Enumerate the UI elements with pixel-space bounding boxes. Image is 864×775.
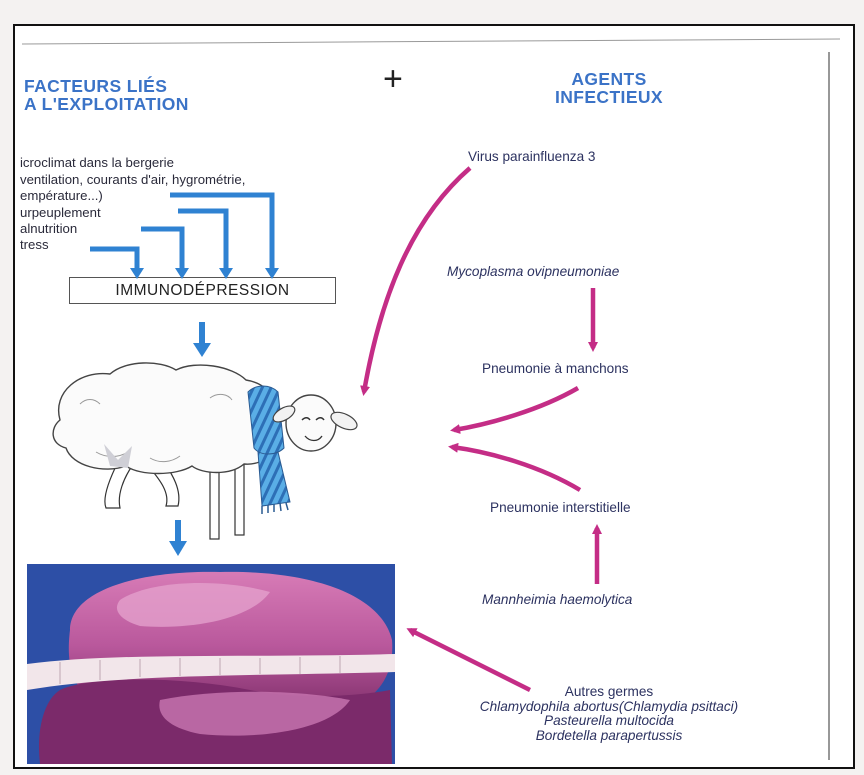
arrow-shaft bbox=[199, 322, 205, 346]
sheep-head bbox=[286, 395, 336, 451]
scarf-tail bbox=[258, 452, 290, 506]
manchons-to-sheep-arrow bbox=[454, 388, 578, 430]
connector-arrowhead bbox=[175, 268, 189, 279]
connector-arrowhead bbox=[265, 268, 279, 279]
sheep-with-scarf-illustration bbox=[53, 363, 360, 539]
connector-arrowhead bbox=[219, 268, 233, 279]
interstitielle-to-sheep-arrow bbox=[452, 447, 580, 490]
infection-arrows bbox=[364, 168, 597, 690]
connector-line bbox=[141, 229, 182, 272]
virus-to-sheep-arrow bbox=[364, 168, 470, 392]
arrow-head bbox=[169, 541, 187, 556]
connector-arrowhead bbox=[130, 268, 144, 279]
factor-connectors bbox=[90, 195, 272, 272]
connector-line bbox=[178, 211, 226, 272]
lung-photograph bbox=[27, 564, 395, 764]
connector-line bbox=[170, 195, 272, 272]
connector-line bbox=[90, 249, 137, 272]
sheep-body bbox=[53, 363, 278, 474]
blue-down-arrow bbox=[193, 322, 211, 357]
connector-arrowheads bbox=[130, 268, 279, 279]
germes-to-lung-arrow bbox=[410, 630, 530, 690]
blue-down-arrow bbox=[169, 520, 187, 556]
arrow-head bbox=[193, 343, 211, 357]
arrow-shaft bbox=[175, 520, 181, 544]
